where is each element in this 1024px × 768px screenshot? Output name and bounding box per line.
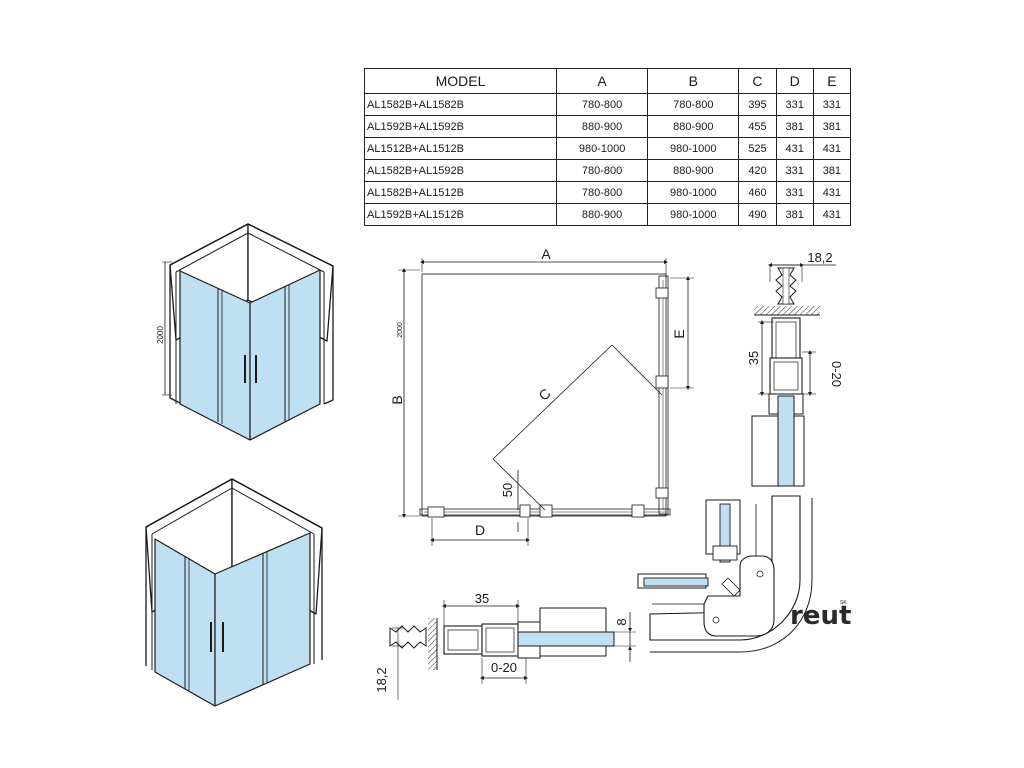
plan-dim-50: 50 (500, 483, 515, 497)
header-model: MODEL (364, 68, 557, 94)
table-row: AL1512B+AL1512B 980-1000 980-1000 525 43… (364, 137, 852, 160)
cell-c: 420 (738, 159, 777, 182)
detail-wall-profile-horizontal (389, 600, 636, 700)
detail-glass-horizontal (517, 631, 615, 647)
detail-bottom-35-label: 35 (475, 591, 489, 606)
plan-diagonal-c (492, 344, 613, 460)
cell-a: 880-900 (555, 203, 649, 226)
wall-top-left (169, 223, 334, 267)
brand-logo: reut SK (790, 600, 851, 631)
iso-rect-enclosure (145, 478, 323, 707)
cell-model: AL1582B+AL1592B (364, 159, 557, 182)
logo-suffix: SK (840, 600, 847, 606)
wall-top-inner (175, 232, 325, 273)
detail-bottom-adjust-label: 0-20 (491, 660, 517, 675)
table-row: AL1592B+AL1512B 880-900 980-1000 490 381… (364, 203, 852, 226)
plan-dim-2000: 2000 (397, 322, 404, 338)
detail-corner-profile (637, 495, 813, 653)
detail-right-35-label: 35 (746, 351, 761, 365)
iso-height-label: 2000 (156, 326, 165, 344)
cell-c: 490 (738, 203, 777, 226)
cell-a: 780-800 (555, 159, 649, 182)
cell-b: 880-900 (647, 115, 740, 138)
cell-e: 381 (812, 115, 852, 138)
corner-glass-vertical (719, 503, 731, 563)
cell-model: AL1592B+AL1512B (364, 203, 557, 226)
wall-anchor-horizontal (389, 625, 427, 649)
cell-e: 431 (812, 203, 852, 226)
wall-edge-right (323, 266, 334, 405)
wall-edge-left (169, 265, 181, 404)
cell-d: 331 (775, 93, 814, 116)
cell-model: AL1592B+AL1592B (364, 115, 557, 138)
cell-a: 880-900 (555, 115, 649, 138)
detail-bottom-width-label: 18,2 (374, 667, 389, 692)
table-row: AL1582B+AL1592B 780-800 880-900 420 331 … (364, 159, 852, 182)
wall-hatch (754, 306, 820, 315)
corner-bracket (703, 555, 775, 637)
spec-table: MODEL A B C D E AL1582B+AL1582B 780-800 … (364, 68, 852, 226)
header-e: E (812, 68, 852, 94)
plan-dim-d: D (475, 522, 485, 538)
plan-view (398, 258, 694, 546)
corner-glass-horizontal (643, 577, 709, 587)
plan-dim-b: B (389, 395, 405, 404)
cell-c: 395 (738, 93, 777, 116)
cell-d: 381 (775, 203, 814, 226)
logo-text: reut (790, 601, 851, 631)
cell-b: 980-1000 (647, 203, 740, 226)
plan-dim-a: A (541, 246, 551, 262)
detail-glass-vertical (777, 395, 795, 487)
table-header-row: MODEL A B C D E (364, 68, 852, 94)
detail-wall-profile-vertical (751, 263, 836, 487)
plan-dim-c: C (535, 385, 553, 404)
iso-square-enclosure (162, 223, 334, 441)
table-row: AL1592B+AL1592B 880-900 880-900 455 381 … (364, 115, 852, 138)
detail-right-width-label: 18,2 (807, 250, 832, 265)
plan-dim-e: E (671, 329, 687, 338)
detail-right-adjust-label: 0-20 (829, 361, 844, 387)
cell-c: 460 (738, 181, 777, 204)
header-d: D (775, 68, 814, 94)
detail-bottom-8-label: 8 (614, 618, 629, 625)
header-a: A (555, 68, 649, 94)
